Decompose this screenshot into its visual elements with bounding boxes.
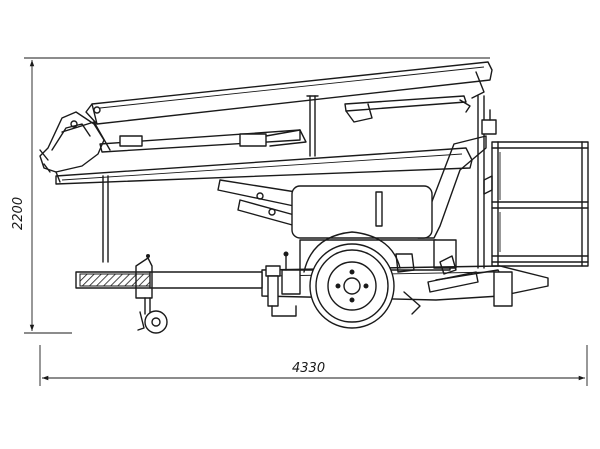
platform-mast bbox=[477, 95, 497, 269]
trailer-chassis bbox=[261, 265, 549, 315]
control-box bbox=[481, 119, 497, 135]
tow-drawbar bbox=[75, 254, 263, 315]
wheel-tire bbox=[309, 243, 395, 329]
middle-boom bbox=[55, 95, 473, 185]
support-pole bbox=[102, 175, 109, 263]
front-outrigger-leg bbox=[265, 251, 301, 317]
boom-elbow bbox=[39, 111, 111, 183]
turret-housing bbox=[291, 135, 487, 271]
main-wheel bbox=[303, 231, 401, 329]
suspension-details bbox=[395, 253, 457, 275]
rear-outrigger bbox=[493, 271, 513, 307]
length-dimension: 4330 bbox=[39, 345, 588, 386]
basket-frame bbox=[491, 141, 589, 267]
drawbar-thread bbox=[79, 273, 151, 287]
engine-cover bbox=[291, 185, 433, 239]
jockey-wheel bbox=[137, 310, 168, 334]
lift-cylinder bbox=[217, 179, 299, 227]
height-dimension: 2200 bbox=[11, 57, 490, 334]
upper-boom bbox=[85, 61, 493, 125]
upper-hydraulic-cylinder bbox=[344, 95, 471, 123]
engine-block bbox=[433, 239, 457, 269]
jockey-wheel-tire bbox=[144, 310, 168, 334]
length-dimension-label: 4330 bbox=[292, 361, 325, 376]
work-basket bbox=[491, 141, 589, 267]
height-dimension-label: 2200 bbox=[11, 197, 26, 230]
